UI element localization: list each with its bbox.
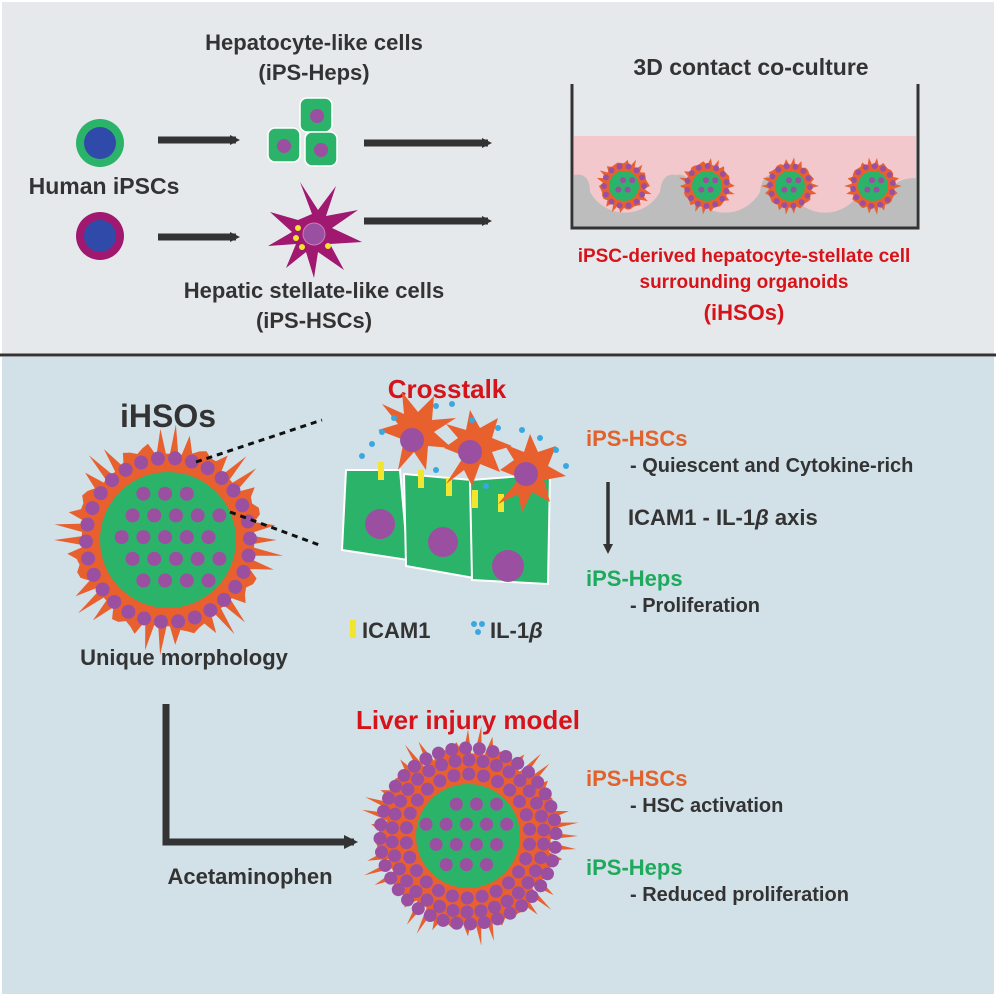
injury-hsc-label: iPS-HSCs — [586, 766, 687, 791]
vessel-organoid — [844, 157, 902, 215]
ihsos-title: iHSOs — [120, 398, 216, 434]
hepatocyte-subtitle: (iPS-Heps) — [258, 60, 369, 85]
acetaminophen-arrow — [162, 704, 358, 849]
hepatocyte-title: Hepatocyte-like cells — [205, 30, 423, 55]
ihso-definition-line1: iPSC-derived hepatocyte-stellate cell — [578, 246, 911, 267]
ihso-definition-line2: surrounding organoids — [640, 272, 849, 293]
il1b-legend-label: IL-1β — [490, 618, 543, 643]
ihso-organoid-injured — [362, 725, 579, 946]
hepatocyte-layer — [340, 469, 552, 586]
crosstalk-hsc-desc: - Quiescent and Cytokine-rich — [630, 455, 913, 477]
acetaminophen-label: Acetaminophen — [167, 864, 332, 889]
ipsc-cell-green — [76, 119, 124, 167]
ihso-abbreviation: (iHSOs) — [704, 300, 785, 325]
axis-label: ICAM1 - IL-1β axis — [628, 505, 818, 530]
crosstalk-heps-label: iPS-Heps — [586, 566, 683, 591]
injury-heps-desc: - Reduced proliferation — [630, 884, 849, 906]
hepatocyte-cluster-icon — [267, 97, 338, 167]
icam1-legend-swatch — [350, 620, 356, 638]
ipsc-cell-magenta — [76, 212, 124, 260]
zoom-line-bottom — [229, 510, 323, 548]
ihso-organoid-large — [54, 424, 284, 656]
stellate-cell-icon — [268, 182, 362, 278]
vessel-organoid — [761, 157, 819, 215]
icam1-markers — [378, 462, 504, 512]
crosstalk-heps-desc: - Proliferation — [630, 595, 760, 617]
hsc-title: Hepatic stellate-like cells — [184, 278, 444, 303]
zoom-line-top — [195, 418, 323, 464]
unique-morphology-label: Unique morphology — [80, 645, 289, 670]
human-ipscs-label: Human iPSCs — [29, 173, 180, 199]
injury-heps-label: iPS-Heps — [586, 855, 683, 880]
injury-hsc-desc: - HSC activation — [630, 795, 783, 817]
crosstalk-hsc-label: iPS-HSCs — [586, 426, 687, 451]
il1b-legend-swatch — [471, 621, 485, 635]
icam1-legend-label: ICAM1 — [362, 618, 430, 643]
il1b-dots — [359, 401, 569, 489]
vessel-organoid — [679, 158, 735, 215]
vessel-organoids — [596, 157, 902, 215]
crosstalk-illustration — [340, 392, 569, 586]
coculture-title: 3D contact co-culture — [633, 54, 868, 80]
hsc-subtitle: (iPS-HSCs) — [256, 308, 372, 333]
vessel-organoid — [596, 159, 652, 213]
